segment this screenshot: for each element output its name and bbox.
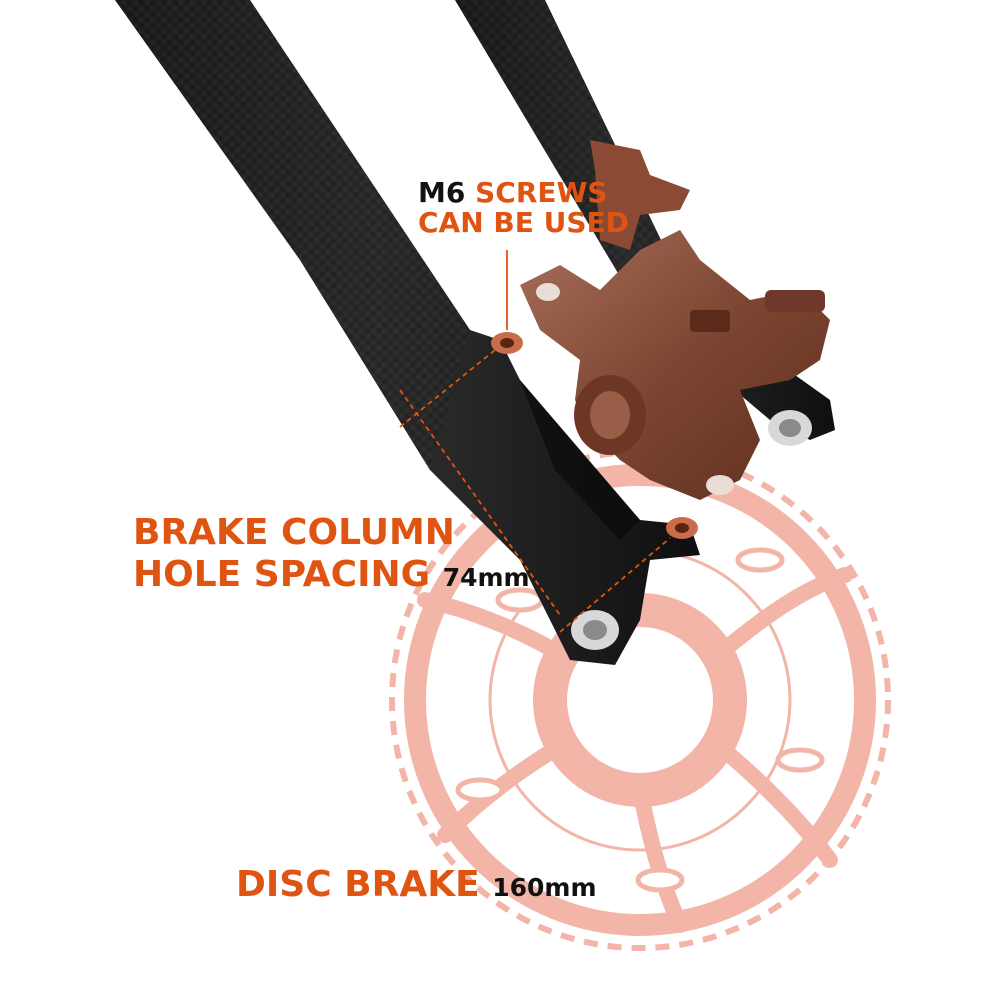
mount-hole-lower <box>666 517 698 539</box>
can-be-used-label: CAN BE USED <box>418 206 629 240</box>
hole-spacing-label: HOLE SPACING <box>133 554 431 596</box>
brake-caliper <box>520 140 830 500</box>
disc-size-value: 160mm <box>492 873 597 902</box>
screws-label: SCREWS <box>475 176 608 209</box>
axle-dropout-left <box>571 610 619 650</box>
hole-spacing-value: 74mm <box>442 563 530 593</box>
brake-label: BRAKE <box>344 864 480 905</box>
callout-disc-brake: DISC BRAKE 160mm <box>236 864 597 905</box>
fork-leg-left <box>115 0 700 665</box>
callout-brake-column: BRAKE COLUMN HOLE SPACING 74mm <box>133 512 530 596</box>
disc-label: DISC <box>236 864 332 905</box>
brake-column-label: BRAKE COLUMN <box>133 512 455 553</box>
mount-hole-upper <box>491 332 523 354</box>
dimension-lines <box>399 250 671 633</box>
screw-size-label: M6 <box>418 176 466 209</box>
callout-m6-screws: M6 SCREWS CAN BE USED <box>418 176 629 240</box>
axle-dropout-right <box>768 410 812 446</box>
